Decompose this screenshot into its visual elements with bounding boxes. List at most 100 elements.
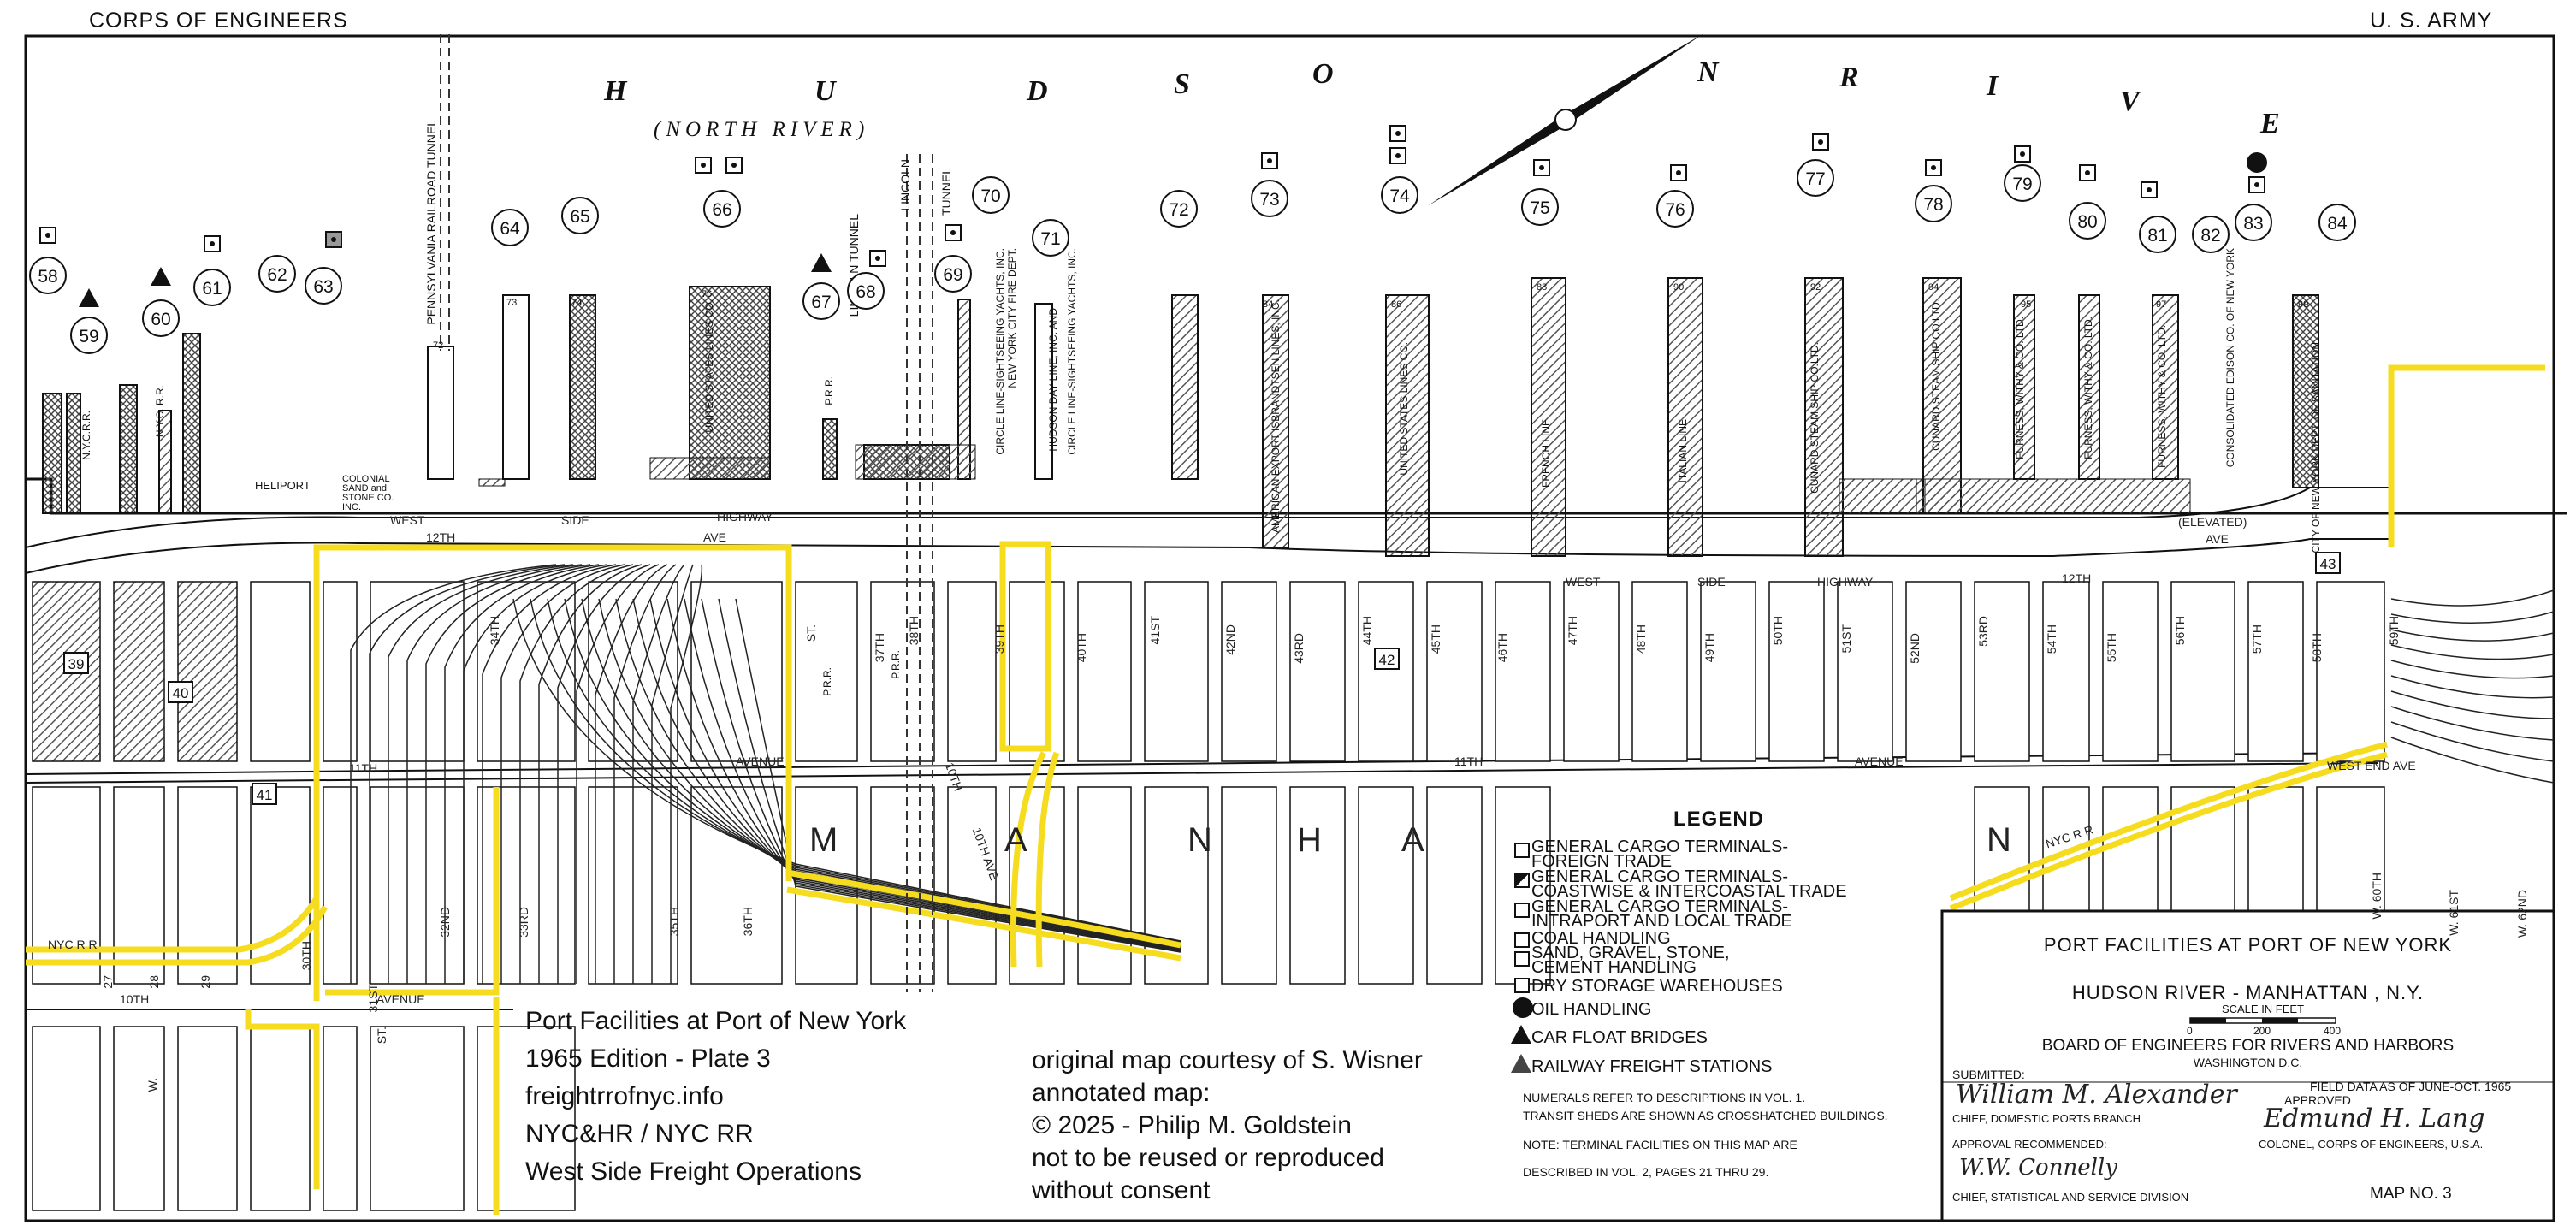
rail-track (369, 564, 566, 984)
pier-number: 75 (1521, 188, 1559, 226)
tenant-cunard: CUNARD STEAM SHIP CO.LTD. (1809, 342, 1821, 494)
pier-symbol-icon (1812, 133, 1829, 151)
tenant-circle-line: CIRCLE LINE-SIGHTSEEING YACHTS, INC. (1066, 248, 1078, 455)
rail-track (2390, 589, 2555, 607)
pier-structure (1804, 277, 1844, 557)
pier-symbol-icon (945, 224, 962, 241)
cross-street-label: 59TH (2387, 616, 2401, 646)
rail-track (613, 564, 677, 984)
city-block (113, 786, 165, 985)
rail-track (2390, 690, 2555, 719)
city-block (477, 786, 576, 985)
header-left: CORPS OF ENGINEERS (89, 9, 348, 33)
pier-number: 80 (2069, 202, 2106, 240)
tunnel-lines (440, 34, 933, 992)
city-block (177, 581, 238, 762)
pier-structure (1262, 294, 1289, 548)
cross-street-label: 50TH (1771, 616, 1785, 646)
street-label: 11TH (1454, 755, 1483, 768)
street-label: HIGHWAY (1817, 575, 1874, 589)
manhattan-letter: N (1987, 821, 2013, 859)
street-label: 10TH (120, 992, 150, 1006)
street-label: WEST (390, 513, 425, 527)
legend-item: RAILWAY FREIGHT STATIONS (1531, 1057, 1773, 1076)
city-block (1768, 581, 1825, 762)
rail-track (350, 564, 557, 984)
city-block (795, 581, 858, 762)
pier-symbol-icon (1389, 147, 1406, 164)
pier-slip-number: 84 (1263, 299, 1274, 310)
highlight-main-track2 (786, 886, 1181, 962)
legend-item: GENERAL CARGO TERMINALS- (1531, 837, 1789, 856)
legend-item: CAR FLOAT BRIDGES (1531, 1028, 1708, 1047)
tenant-hudson-day: HUDSON DAY LINE, INC. AND (1047, 308, 1059, 452)
manhattan-letter: H (1297, 821, 1324, 859)
annotation-line: freightrrofnyc.info (525, 1082, 724, 1110)
city-block (370, 1026, 465, 1211)
rail-track (632, 564, 685, 984)
pier-symbol-icon (1261, 152, 1278, 169)
city-block (690, 786, 783, 985)
compass-needle (1427, 33, 1704, 206)
river-letter: U (814, 75, 836, 107)
city-block (1700, 581, 1756, 762)
pier-structure (502, 294, 530, 480)
box-number: 43 (2315, 552, 2341, 574)
pier-slip-number: 76 (702, 289, 713, 299)
title-block-washington: WASHINGTON D.C. (2193, 1056, 2303, 1069)
map-border (24, 34, 2555, 1222)
city-block (947, 786, 997, 985)
city-block (323, 1026, 358, 1211)
rail-track (615, 598, 1181, 947)
pier-number: 66 (703, 190, 741, 228)
lower-street-label: 36TH (741, 907, 755, 937)
city-block (1289, 786, 1346, 985)
city-block (2042, 581, 2090, 762)
lower-street-label: 35TH (667, 907, 681, 937)
cross-street-label: 52ND (1908, 633, 1922, 664)
street-label: SIDE (1697, 575, 1726, 589)
rail-track (2390, 660, 2555, 679)
cross-street-label: 48TH (1634, 624, 1648, 654)
pier-number: 58 (29, 257, 67, 294)
lower-street-label: W. 61ST (2447, 890, 2461, 936)
rail-track (500, 564, 625, 984)
scale-tick: 0 (2187, 1025, 2193, 1037)
city-block (2316, 581, 2385, 762)
legend-title: LEGEND (1673, 808, 1765, 831)
highlight-route-a (245, 1009, 320, 1189)
city-block (2247, 581, 2304, 762)
pier-slip-number: 73 (506, 298, 518, 308)
city-block (177, 1026, 238, 1211)
tenant-us-lines: UNITED STATES LINES CO. (703, 299, 715, 433)
cross-street-label: 40TH (1075, 633, 1088, 663)
sig1-title: CHIEF, DOMESTIC PORTS BRANCH (1952, 1112, 2141, 1125)
rail-track (670, 564, 703, 984)
sig2-title: COLONEL, CORPS OF ENGINEERS, U.S.A. (2259, 1138, 2484, 1151)
highlight-nyc-north2 (1949, 751, 2388, 912)
river-letter: S (1174, 68, 1190, 100)
submitted-label: SUBMITTED: (1952, 1068, 2025, 1081)
legend-warehouse-icon (1514, 978, 1530, 993)
cross-street-label: 44TH (1360, 616, 1374, 646)
pier-symbol-icon (2014, 145, 2031, 163)
city-block (947, 581, 997, 762)
signature-lang: Edmund H. Lang (2264, 1104, 2485, 1133)
pier-structure (569, 294, 596, 480)
pier-symbol-icon (204, 235, 221, 252)
annotation-line: 1965 Edition - Plate 3 (525, 1045, 771, 1073)
pier-number: 63 (305, 267, 342, 305)
header-right: U. S. ARMY (2370, 9, 2493, 33)
pier-number: 65 (561, 197, 599, 234)
city-block (870, 581, 935, 762)
box-number: 40 (168, 681, 193, 703)
legend-item: GENERAL CARGO TERMINALS- (1531, 897, 1789, 916)
pier-number: 71 (1032, 219, 1069, 257)
pier-symbol-icon (725, 157, 743, 174)
pier-number: 59 (70, 317, 108, 354)
city-block (1563, 581, 1620, 762)
rail-track (538, 564, 643, 984)
pier-structure (1171, 294, 1199, 480)
legend-note: NUMERALS REFER TO DESCRIPTIONS IN VOL. 1… (1523, 1091, 1806, 1104)
pier-number: 60 (142, 299, 180, 337)
